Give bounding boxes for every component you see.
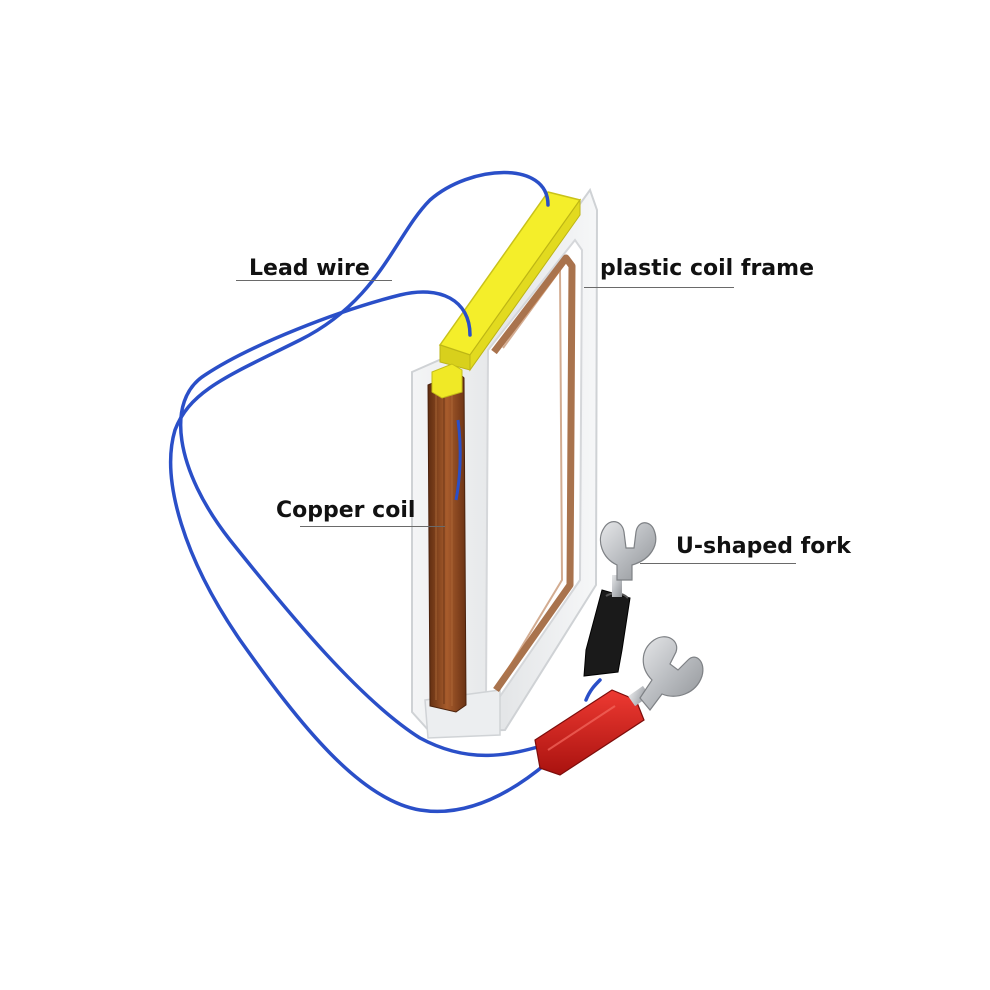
leader-line-copper-coil [300, 526, 445, 527]
label-lead-wire: Lead wire [249, 256, 370, 281]
copper-coil [427, 254, 576, 713]
leader-line-u-shaped-fork [640, 563, 796, 564]
yellow-frame-clamp [431, 191, 582, 399]
leader-line-plastic-coil-frame [584, 287, 734, 288]
label-copper-coil: Copper coil [276, 498, 416, 523]
lead-wires [168, 170, 602, 814]
u-shaped-fork-top [599, 521, 657, 581]
u-shaped-fork-bottom [639, 636, 704, 711]
label-u-shaped-fork: U-shaped fork [676, 534, 851, 559]
leader-line-lead-wire [236, 280, 392, 281]
black-plug [583, 575, 631, 677]
red-plug [534, 685, 650, 776]
label-plastic-coil-frame: plastic coil frame [600, 256, 814, 281]
